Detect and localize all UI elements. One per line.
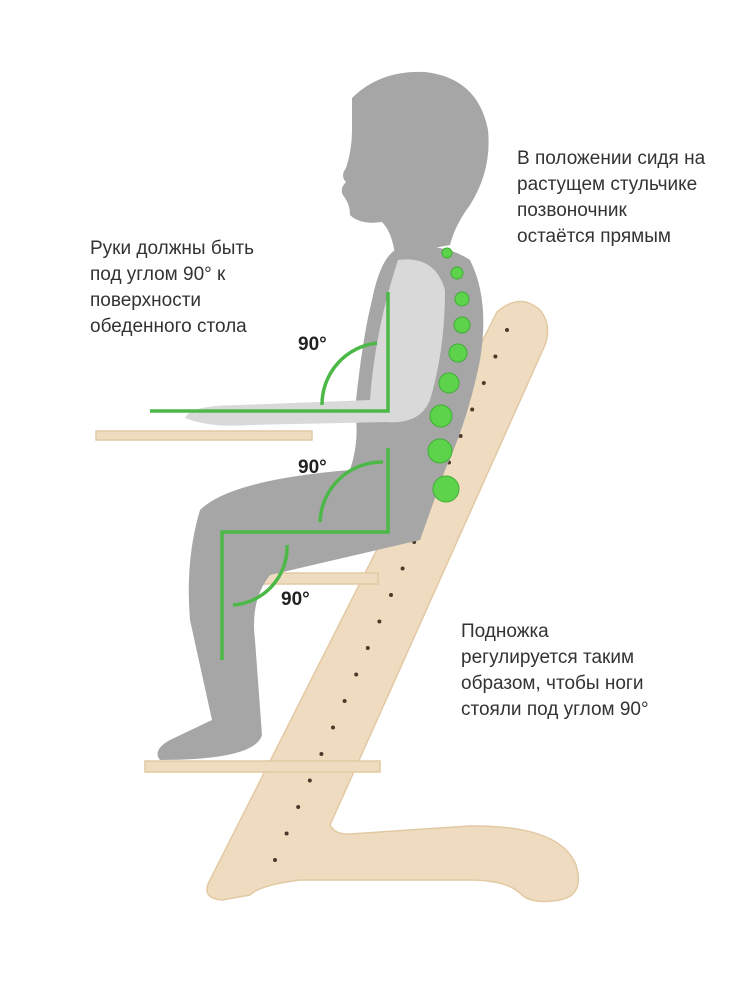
adjustment-hole — [354, 672, 359, 677]
footrest-note-line: образом, чтобы ноги — [461, 673, 644, 694]
adjustment-hole — [377, 619, 382, 624]
adjustment-hole — [342, 699, 347, 703]
arms-note: Руки должны быть под углом 90° к поверхн… — [90, 236, 254, 340]
knee-arc — [232, 544, 289, 607]
spine-vertebrae — [427, 247, 471, 503]
vertebra — [438, 372, 460, 394]
arms-note-line: поверхности — [90, 290, 202, 311]
hip-arc — [318, 460, 384, 523]
arm — [185, 259, 445, 426]
adjustment-hole — [296, 805, 301, 809]
spine-note-line: позвоночник — [517, 200, 627, 221]
vertebra — [450, 266, 464, 280]
angle-guides — [150, 292, 390, 660]
hip-angle-label: 90° — [298, 457, 327, 478]
vertebra — [454, 291, 470, 307]
footrest-note-line: Подножка — [461, 621, 549, 642]
vertebra — [427, 438, 453, 464]
spine-note: В положении сидя на растущем стульчике п… — [517, 146, 705, 250]
footrest-note: Подножка регулируется таким образом, что… — [461, 619, 649, 723]
hip-angle-lines — [220, 448, 390, 660]
adjustment-hole — [470, 407, 475, 412]
elbow-angle-label: 90° — [298, 334, 327, 355]
growing-chair — [95, 300, 580, 903]
vertebra — [441, 247, 453, 259]
spine-note-line: остаётся прямым — [517, 226, 671, 247]
vertebra — [453, 316, 471, 334]
adjustment-hole — [307, 778, 312, 783]
adjustment-hole — [319, 752, 324, 756]
adjustment-hole — [493, 354, 498, 359]
adjustment-hole — [505, 328, 509, 332]
adjustment-hole — [481, 381, 486, 385]
child-silhouette — [157, 71, 489, 760]
footrest-note-line: регулируется таким — [461, 647, 635, 668]
spine-note-line: В положении сидя на — [517, 148, 706, 169]
spine-note-line: растущем стульчике — [517, 174, 698, 195]
adjustment-hole — [284, 831, 289, 836]
adjustment-hole — [389, 593, 393, 597]
vertebra — [429, 404, 453, 428]
knee-angle-label: 90° — [281, 589, 310, 610]
arms-note-line: Руки должны быть — [90, 238, 254, 259]
elbow-arc — [320, 341, 378, 406]
arms-note-line: обеденного стола — [90, 316, 247, 337]
footrest-note-line: стояли под углом 90° — [461, 699, 649, 720]
footrest-board — [144, 760, 381, 773]
adjustment-hole — [331, 725, 335, 730]
adjustment-hole — [458, 434, 463, 438]
elbow-angle-lines — [150, 292, 390, 413]
adjustment-hole — [273, 858, 277, 862]
table-surface — [95, 430, 313, 441]
vertebra — [448, 343, 468, 363]
arms-note-line: под углом 90° к — [90, 264, 226, 285]
head — [341, 71, 489, 255]
adjustment-hole — [365, 646, 370, 650]
adjustment-hole — [400, 566, 405, 571]
vertebra — [432, 475, 460, 503]
chair-frame — [206, 300, 580, 903]
